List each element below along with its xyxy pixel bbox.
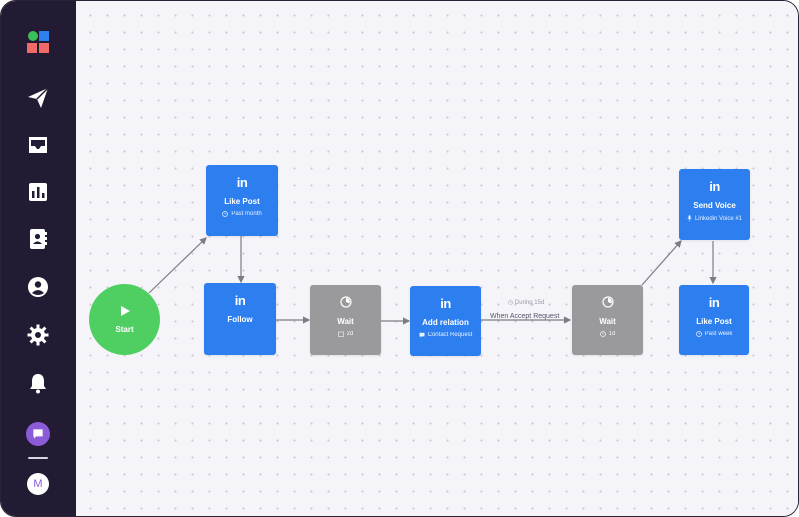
node-title: Add relation	[422, 318, 469, 327]
node-title: Like Post	[696, 317, 732, 326]
edge-duration-label: ◷ During 15d	[508, 300, 545, 306]
node-title: Send Voice	[693, 201, 736, 210]
linkedin-icon: in	[236, 174, 248, 190]
linkedin-icon: in	[709, 178, 720, 194]
node-title: Wait	[599, 317, 616, 326]
linkedin-icon: in	[708, 294, 720, 310]
node-subtitle: Contact Request	[427, 332, 473, 338]
node-title: Wait	[337, 317, 354, 326]
node-subtitle: Past month	[231, 211, 262, 217]
sidebar: M	[1, 1, 76, 516]
node-subtitle: Past week	[704, 331, 733, 337]
workspace-avatar[interactable]	[26, 422, 50, 446]
like-post-node[interactable]: in Like Post Past month	[206, 165, 278, 236]
clock-icon	[599, 331, 606, 337]
message-icon	[419, 332, 425, 338]
node-subtitle: 1d	[608, 331, 616, 337]
profile-icon[interactable]	[22, 271, 54, 303]
play-icon	[120, 306, 130, 316]
timer-icon	[601, 294, 614, 310]
add-relation-node[interactable]: in Add relation Contact Request	[410, 286, 481, 356]
timer-icon	[339, 294, 352, 310]
logo-icon[interactable]	[22, 26, 54, 58]
send-voice-node[interactable]: in Send Voice Linkedin Voice #1	[679, 169, 750, 240]
microphone-icon	[687, 215, 692, 222]
notifications-icon[interactable]	[22, 367, 54, 399]
analytics-icon[interactable]	[22, 176, 54, 208]
follow-node[interactable]: in Follow	[204, 283, 276, 355]
contacts-icon[interactable]	[22, 223, 54, 255]
wait-node[interactable]: Wait 2d	[310, 285, 381, 355]
node-subtitle: Linkedin Voice #1	[694, 215, 743, 222]
clock-icon	[222, 211, 229, 217]
user-avatar[interactable]: M	[27, 473, 49, 495]
linkedin-icon: in	[234, 292, 246, 308]
wait-node[interactable]: Wait 1d	[572, 285, 643, 355]
start-label: Start	[115, 325, 134, 334]
settings-icon[interactable]	[22, 319, 54, 351]
send-icon[interactable]	[22, 82, 54, 114]
clock-icon	[695, 331, 702, 337]
node-subtitle: 2d	[346, 331, 354, 337]
inbox-icon[interactable]	[22, 129, 54, 161]
node-title: Follow	[227, 315, 253, 324]
linkedin-icon: in	[440, 295, 451, 311]
calendar-icon	[337, 331, 344, 337]
chat-icon	[33, 429, 43, 439]
sidebar-divider	[28, 457, 48, 459]
edge-condition-label[interactable]: When Accept Request	[490, 313, 560, 320]
hourglass-icon: ◷	[508, 300, 514, 306]
flow-canvas[interactable]	[76, 1, 798, 516]
like-post-node[interactable]: in Like Post Past week	[679, 285, 749, 355]
node-title: Like Post	[224, 197, 260, 206]
start-node[interactable]: Start	[89, 284, 160, 355]
